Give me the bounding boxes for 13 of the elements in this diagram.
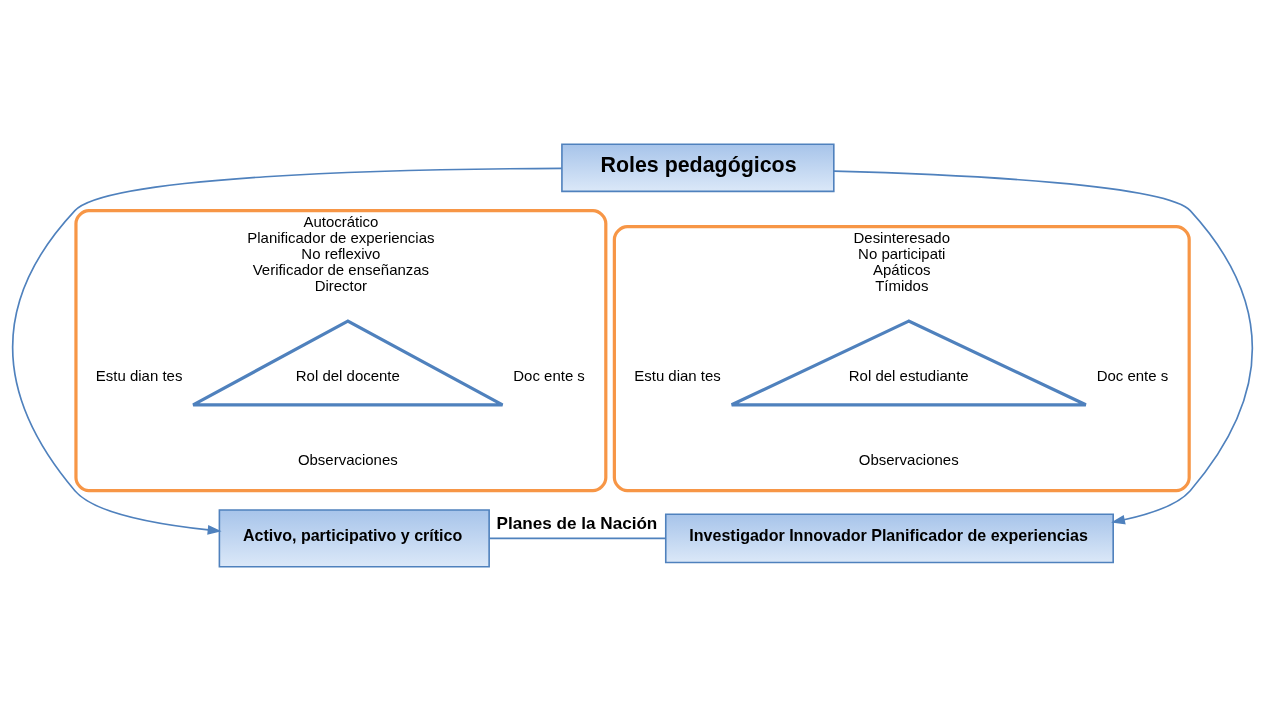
node-label: Observaciones <box>297 451 398 469</box>
arrow <box>833 170 1253 525</box>
node-box: Investigador Innovador Planificador de experiencias <box>664 513 1114 564</box>
node-label: Doc ente s <box>513 366 585 384</box>
connector <box>488 537 667 540</box>
node-box: Activo, participativo y crítico <box>218 509 490 568</box>
node-label: Doc ente s <box>1096 366 1169 384</box>
node-label: Estu dian tes <box>634 366 721 384</box>
arrow <box>12 167 563 535</box>
edge-label: Planes de la Nación <box>496 513 658 533</box>
node-label: Estu dian tes <box>95 366 183 384</box>
node-label: Observaciones <box>858 451 959 469</box>
node-box: Roles pedagógicos <box>561 143 835 193</box>
